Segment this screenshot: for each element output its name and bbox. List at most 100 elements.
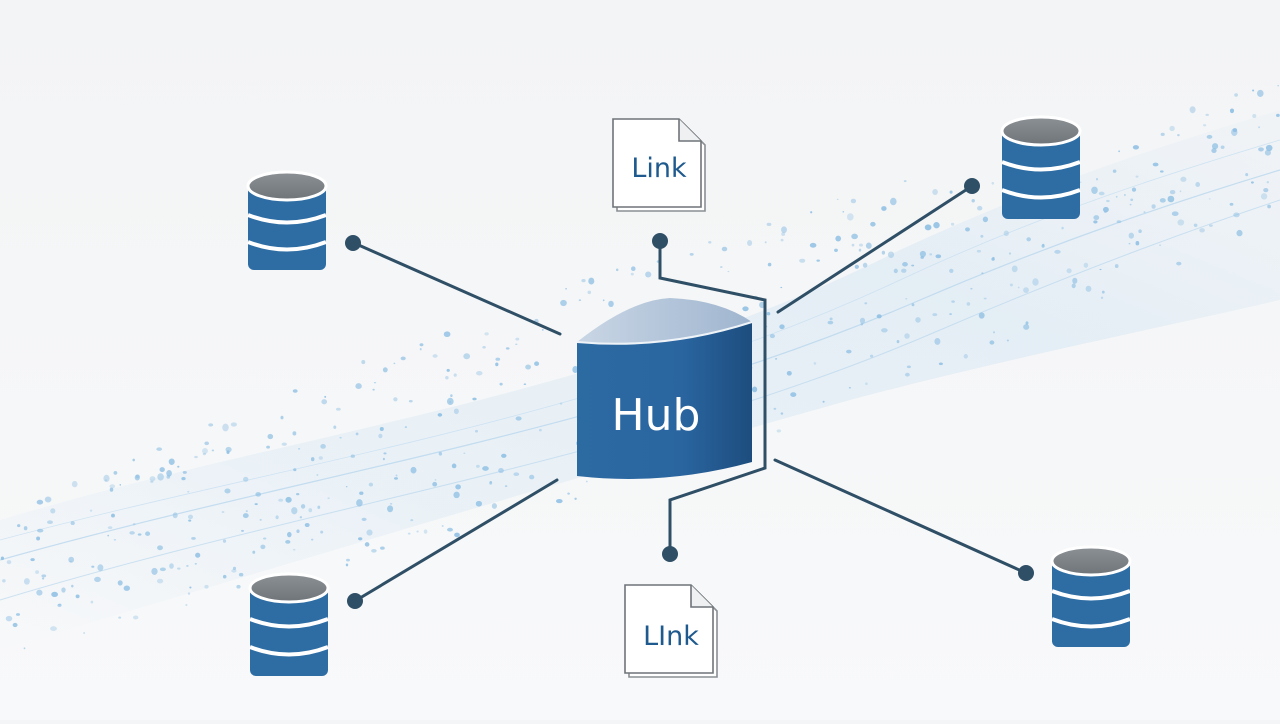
data-particle: [91, 565, 95, 568]
data-particle: [781, 226, 787, 234]
data-particle: [393, 477, 399, 480]
data-particle: [231, 569, 237, 573]
data-particle: [846, 213, 854, 221]
data-particle: [50, 626, 57, 631]
data-particle: [567, 492, 570, 495]
data-particle: [454, 532, 460, 538]
data-particle: [346, 558, 350, 562]
data-particle: [260, 544, 266, 550]
data-particle: [1151, 204, 1156, 209]
data-particle: [482, 346, 486, 349]
data-particle: [981, 272, 984, 275]
data-particle: [484, 332, 489, 336]
data-particle: [443, 331, 451, 338]
data-particle: [1112, 169, 1117, 173]
data-particle: [172, 512, 178, 519]
data-particle: [1169, 189, 1176, 195]
data-particle: [991, 257, 995, 261]
data-particle: [195, 552, 201, 558]
data-particle: [1114, 264, 1119, 269]
database-icon: [248, 572, 330, 676]
data-particle: [259, 519, 262, 521]
data-particle: [327, 497, 330, 499]
data-particle: [169, 563, 174, 569]
data-particle: [949, 313, 952, 316]
data-particle: [827, 320, 834, 325]
data-particle: [410, 519, 414, 522]
data-particle: [1236, 229, 1243, 237]
data-particle: [870, 221, 876, 227]
data-particle: [1093, 215, 1100, 221]
data-particle: [864, 302, 868, 305]
data-particle: [1128, 242, 1131, 245]
data-particle: [950, 222, 955, 226]
data-particle: [1171, 211, 1179, 217]
data-particle: [70, 521, 75, 526]
data-particle: [393, 397, 398, 402]
data-particle: [1083, 262, 1089, 268]
data-particle: [859, 317, 866, 324]
data-particle: [382, 457, 385, 461]
data-particle: [0, 556, 5, 561]
data-particle: [1257, 89, 1264, 97]
data-particle: [780, 286, 783, 289]
data-particle: [1032, 278, 1039, 286]
data-particle: [578, 299, 582, 302]
data-particle: [1106, 199, 1110, 203]
data-particle: [94, 576, 101, 583]
data-particle: [904, 333, 910, 339]
data-particle: [860, 323, 864, 326]
data-particle: [1209, 224, 1213, 227]
data-particle: [118, 616, 122, 619]
data-particle: [1250, 181, 1254, 184]
data-particle: [515, 343, 518, 346]
data-particle: [588, 277, 595, 285]
data-particle: [846, 349, 852, 354]
connector-top-right: [776, 184, 974, 314]
data-particle: [1252, 113, 1257, 119]
data-particle: [767, 262, 772, 267]
data-particle: [631, 266, 636, 272]
data-particle: [255, 492, 262, 497]
data-particle: [581, 278, 586, 283]
data-particle: [523, 383, 527, 385]
data-particle: [504, 485, 508, 488]
data-particle: [982, 216, 989, 223]
data-particle: [15, 613, 21, 616]
data-particle: [475, 500, 483, 507]
data-particle: [906, 365, 911, 369]
data-particle: [1061, 226, 1064, 230]
data-particle: [881, 250, 886, 255]
data-particle: [186, 565, 189, 567]
data-particle: [608, 300, 614, 308]
data-particle: [816, 259, 820, 262]
data-particle: [129, 531, 135, 535]
database-icon: [1050, 545, 1132, 647]
data-particle: [361, 517, 367, 522]
data-particle: [498, 468, 504, 474]
data-particle: [1003, 230, 1009, 237]
data-particle: [437, 413, 443, 417]
data-particle: [166, 475, 171, 479]
data-particle: [204, 441, 210, 446]
data-particle: [333, 425, 337, 429]
data-particle: [225, 446, 232, 453]
data-particle: [896, 340, 900, 344]
data-particle: [991, 181, 995, 185]
data-particle: [1258, 147, 1264, 152]
data-particle: [252, 550, 256, 554]
data-particle: [1116, 220, 1122, 224]
data-particle: [135, 474, 140, 479]
data-particle: [1023, 287, 1029, 294]
data-particle: [36, 589, 43, 596]
data-particle: [966, 302, 971, 306]
data-particle: [236, 584, 241, 589]
data-particle: [1177, 133, 1180, 137]
data-particle: [364, 542, 370, 547]
data-particle: [111, 513, 115, 518]
data-particle: [407, 532, 411, 535]
data-particle: [445, 376, 449, 380]
data-particle: [780, 412, 784, 415]
data-particle: [254, 503, 258, 506]
data-particle: [1100, 296, 1104, 300]
